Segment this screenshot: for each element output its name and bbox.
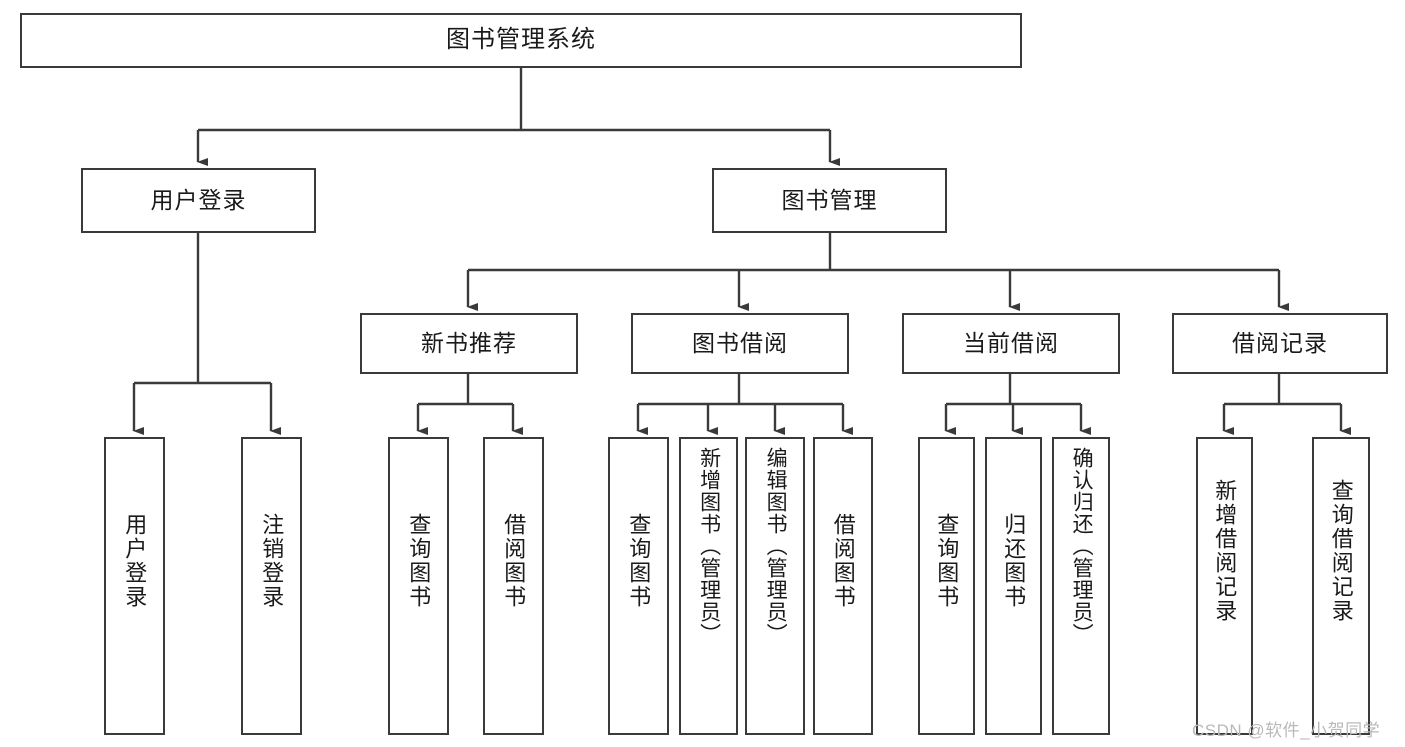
- node-leaf-add-borrow-record[interactable]: 新增借阅记录: [1196, 437, 1253, 735]
- node-label: 用户登录: [122, 513, 148, 609]
- node-leaf-query-borrow-record[interactable]: 查询借阅记录: [1312, 437, 1370, 735]
- node-leaf-query-book-borrow[interactable]: 查询图书: [608, 437, 669, 735]
- node-label: 编辑图书（管理员）: [764, 447, 788, 645]
- node-book-manage[interactable]: 图书管理: [712, 168, 947, 233]
- node-leaf-return-book[interactable]: 归还图书: [985, 437, 1042, 735]
- node-leaf-query-book-recommend[interactable]: 查询图书: [388, 437, 449, 735]
- node-label: 新书推荐: [421, 329, 517, 356]
- node-leaf-query-book-current[interactable]: 查询图书: [918, 437, 975, 735]
- csdn-watermark: CSDN @软件_小贺同学: [1192, 721, 1381, 740]
- node-new-book-recommend[interactable]: 新书推荐: [360, 313, 578, 374]
- node-label: 借阅图书: [830, 513, 856, 609]
- node-label: 用户登录: [150, 186, 247, 213]
- node-label: 归还图书: [1001, 513, 1027, 609]
- node-label: 查询图书: [626, 513, 652, 609]
- node-book-borrow[interactable]: 图书借阅: [631, 313, 849, 374]
- node-leaf-add-book[interactable]: 新增图书（管理员）: [679, 437, 738, 735]
- node-leaf-borrow-book[interactable]: 借阅图书: [813, 437, 873, 735]
- node-leaf-edit-book[interactable]: 编辑图书（管理员）: [745, 437, 805, 735]
- node-label: 新增图书（管理员）: [697, 447, 721, 645]
- node-user-login[interactable]: 用户登录: [81, 168, 316, 233]
- node-leaf-borrow-book-recommend[interactable]: 借阅图书: [483, 437, 544, 735]
- node-label: 当前借阅: [963, 329, 1059, 356]
- node-label: 图书管理系统: [446, 26, 596, 54]
- node-label: 借阅图书: [501, 513, 527, 609]
- node-label: 图书借阅: [692, 329, 788, 356]
- node-label: 借阅记录: [1232, 329, 1328, 356]
- node-borrow-record[interactable]: 借阅记录: [1172, 313, 1388, 374]
- node-label: 新增借阅记录: [1212, 479, 1238, 623]
- node-leaf-logout[interactable]: 注销登录: [241, 437, 302, 735]
- node-leaf-user-login[interactable]: 用户登录: [104, 437, 165, 735]
- node-label: 查询图书: [406, 513, 432, 609]
- node-label: 确认归还（管理员）: [1070, 447, 1094, 645]
- node-leaf-confirm-return[interactable]: 确认归还（管理员）: [1052, 437, 1110, 735]
- node-label: 图书管理: [781, 186, 878, 213]
- node-label: 注销登录: [259, 513, 285, 609]
- node-current-borrow[interactable]: 当前借阅: [902, 313, 1120, 374]
- node-label: 查询图书: [934, 513, 960, 609]
- node-root-book-management-system[interactable]: 图书管理系统: [20, 13, 1022, 68]
- node-label: 查询借阅记录: [1328, 479, 1354, 623]
